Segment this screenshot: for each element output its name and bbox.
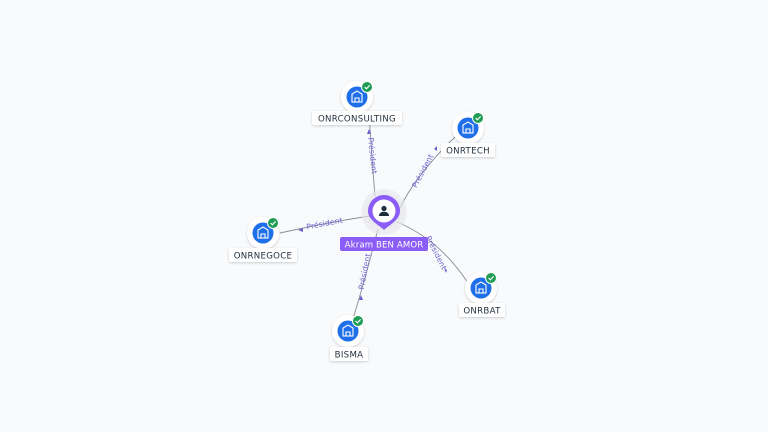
check-badge-icon (267, 217, 279, 229)
building-icon (475, 281, 487, 294)
edge-arrow (434, 146, 437, 151)
edge-arrow (444, 268, 447, 273)
edge-label-onrconsulting: Président (366, 137, 379, 175)
person-name[interactable]: Akram BEN AMOR (345, 241, 424, 251)
company-node-bisma[interactable] (332, 315, 364, 347)
building-icon (342, 324, 354, 337)
edge-onrconsulting: Président (366, 112, 379, 197)
edge-label-bisma: Président (357, 253, 373, 291)
company-name-onrconsulting[interactable]: ONRCONSULTING (318, 115, 396, 125)
company-node-onrnegoce[interactable] (247, 217, 279, 249)
building-icon (257, 226, 269, 239)
person-node-center[interactable] (361, 189, 407, 235)
edge-arrow (359, 295, 363, 300)
company-name-bisma[interactable]: BISMA (335, 351, 364, 361)
edge-onrbat: Président (396, 221, 469, 284)
company-node-onrtech[interactable] (452, 112, 484, 144)
edge-onrnegoce: Président (279, 215, 371, 234)
person-icon (378, 205, 390, 216)
company-node-onrbat[interactable] (465, 272, 497, 304)
check-badge-icon (361, 81, 373, 93)
edge-arrow (367, 129, 371, 134)
building-icon (462, 121, 474, 134)
company-node-onrconsulting[interactable] (341, 81, 373, 113)
edge-arrow (298, 228, 303, 232)
person-name-tag[interactable] (340, 237, 428, 251)
check-badge-icon (485, 272, 497, 284)
check-badge-icon (352, 315, 364, 327)
company-name-onrnegoce[interactable]: ONRNEGOCE (234, 252, 293, 262)
check-badge-icon (472, 112, 484, 124)
company-name-onrtech[interactable]: ONRTECH (446, 147, 490, 157)
edge-label-onrtech: Président (410, 152, 435, 189)
company-name-onrbat[interactable]: ONRBAT (463, 307, 501, 317)
building-icon (351, 90, 363, 103)
edge-label-onrnegoce: Président (306, 216, 344, 232)
